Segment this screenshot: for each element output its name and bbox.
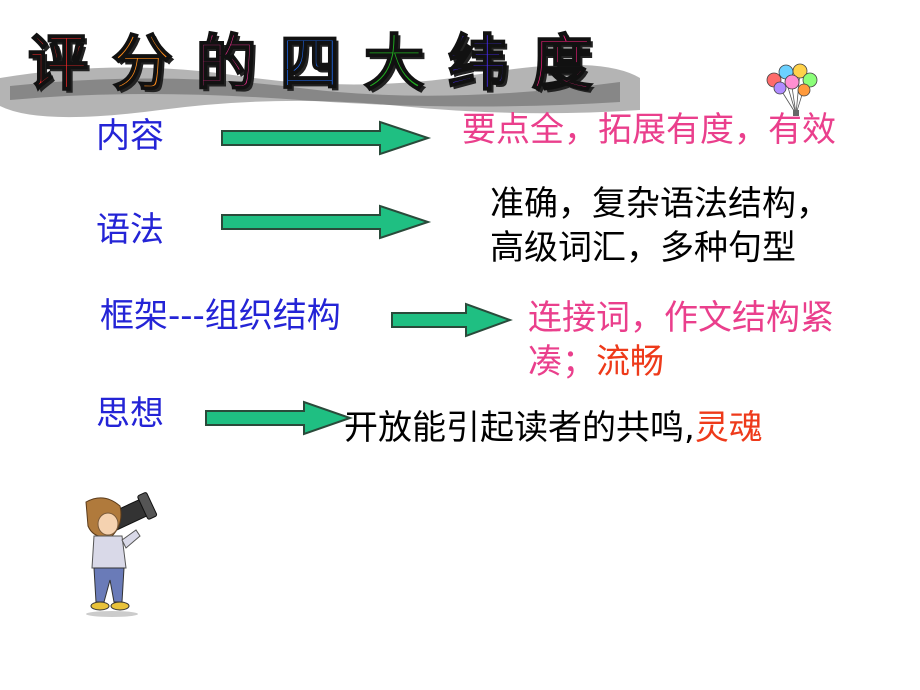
row-desc-highlight: 灵魂 — [694, 408, 763, 448]
row-desc-line-2: 凑；流畅 — [528, 340, 834, 384]
row-desc-line: 准确，复杂语法结构， — [490, 184, 830, 224]
row-label-framework: 框架---组织结构 — [100, 296, 341, 336]
title-char-3: 的 — [195, 29, 257, 99]
row-desc-grammar: 准确，复杂语法结构， 高级词汇，多种句型 — [490, 182, 830, 270]
row-desc-framework: 连接词，作文结构紧 凑；流畅 — [528, 296, 834, 384]
row-desc-highlight: 流畅 — [596, 342, 664, 382]
arrow-icon — [391, 302, 513, 338]
title-char-7: 度 — [531, 29, 593, 99]
title-char-4: 四 — [279, 29, 341, 99]
row-desc-text: 凑； — [528, 342, 596, 382]
arrow-icon — [205, 400, 354, 436]
row-label-thought: 思想 — [96, 394, 164, 434]
arrow-icon — [221, 120, 432, 156]
row-label-text: 框架---组织结构 — [100, 296, 341, 336]
row-label-content: 内容 — [96, 116, 164, 156]
title-shadow-band — [0, 64, 640, 118]
row-desc-line: 高级词汇，多种句型 — [490, 228, 796, 268]
row-label-grammar: 语法 — [96, 210, 164, 250]
title-char-2: 分 — [111, 29, 173, 99]
page-title: 评 分 的 四 大 纬 度 — [0, 18, 640, 118]
telescope-kid-icon — [85, 492, 158, 617]
row-desc-content: 要点全，拓展有度，有效 — [462, 108, 836, 152]
row-desc-line: 连接词，作文结构紧 — [528, 298, 834, 338]
title-char-6: 纬 — [447, 29, 509, 99]
row-desc-line: 要点全，拓展有度，有效 — [462, 110, 836, 150]
title-char-1: 评 — [27, 29, 89, 99]
title-char-5: 大 — [363, 29, 425, 99]
row-desc-text: 开放能引起读者的共鸣, — [344, 408, 695, 448]
balloon-bunch-icon — [766, 63, 818, 116]
row-desc-thought: 开放能引起读者的共鸣,灵魂 — [344, 406, 763, 450]
arrow-icon — [221, 204, 432, 240]
